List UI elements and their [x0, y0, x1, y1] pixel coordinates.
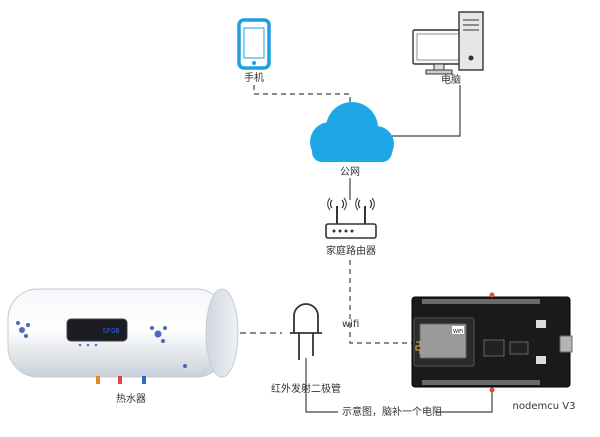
phone-label: 手机: [244, 71, 264, 84]
heater-label: 热水器: [116, 392, 146, 405]
heater-display: SFOB: [103, 327, 120, 335]
nodemcu-board-image: WiFi: [411, 292, 573, 393]
cloud-icon: [310, 102, 394, 162]
router-label: 家庭路由器: [326, 244, 376, 257]
ir-led-label: 红外发射二极管: [271, 382, 341, 395]
nodemcu-label: nodemcu V3: [513, 401, 576, 412]
phone-cloud-link: [253, 85, 351, 116]
wifi-link-label: wifi: [342, 319, 359, 330]
ir-led-icon: [290, 303, 322, 360]
phone-icon: [237, 18, 271, 70]
ir-nodemcu-link-2: [436, 392, 493, 413]
pc-cloud-link: [392, 85, 461, 137]
cloud-label: 公网: [340, 166, 360, 178]
router-icon: [325, 197, 377, 239]
water-heater-image: SFOB: [7, 288, 239, 384]
ir-nodemcu-link: [305, 358, 338, 413]
desktop-computer-icon: [412, 11, 484, 75]
resistor-note: 示意图，脑补一个电阻: [342, 405, 442, 418]
connection-lines: [240, 85, 493, 413]
router-nodemcu-wifi-link: [349, 260, 412, 344]
pc-label: 电脑: [441, 73, 461, 86]
wifi-chip-label: WiFi: [453, 329, 463, 335]
